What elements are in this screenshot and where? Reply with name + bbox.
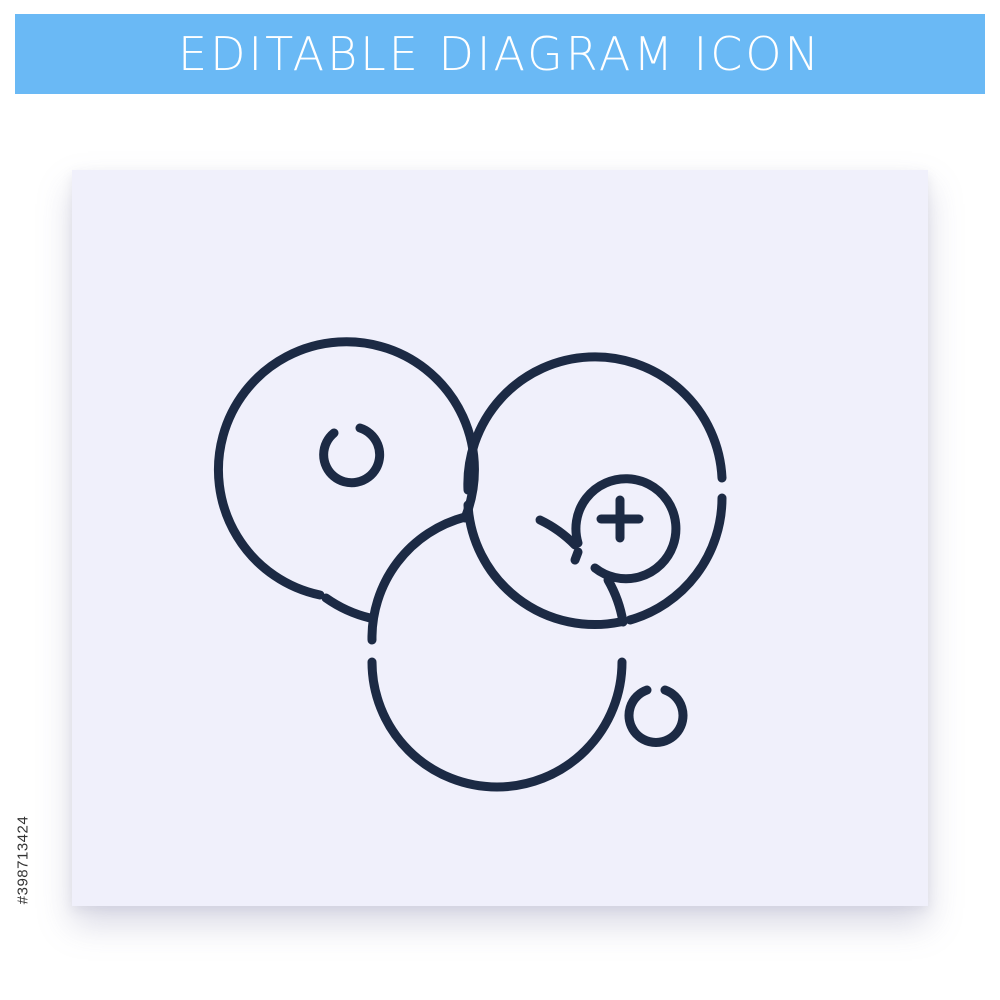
small-ring-top-left-icon [319, 423, 385, 488]
title-banner: EDITABLE DIAGRAM ICON [15, 14, 985, 94]
side-image-id-text: #398713424 [14, 815, 32, 905]
banner-title: EDITABLE DIAGRAM ICON [178, 27, 822, 81]
top-left-circle [213, 337, 479, 623]
side-image-id: #398713424 [8, 765, 38, 955]
plus-circle-icon [570, 474, 681, 584]
bottom-circle [367, 512, 628, 792]
top-right-circle [463, 352, 727, 630]
small-ring-bottom-right-icon [624, 685, 688, 747]
